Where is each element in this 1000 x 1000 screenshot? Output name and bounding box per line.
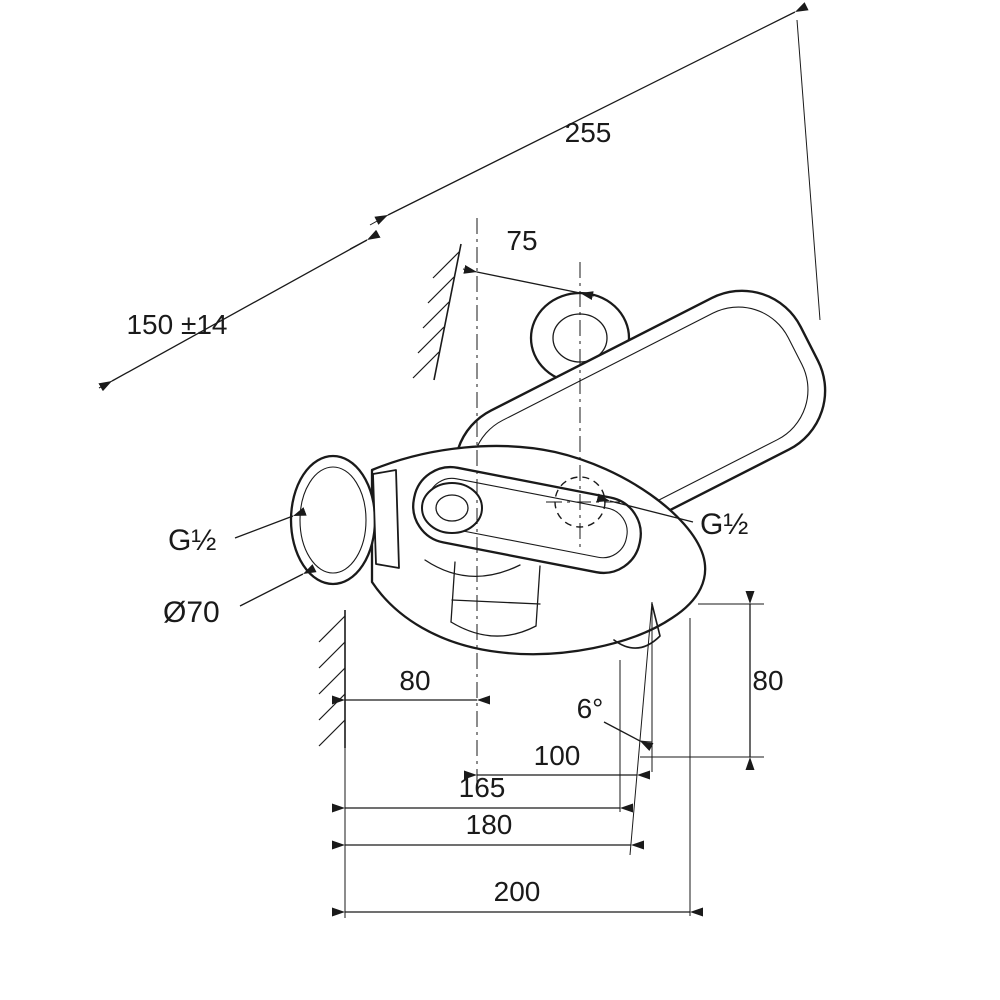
callout-thread-left: G½ [168, 507, 307, 557]
callout-thread-right: G½ [596, 493, 748, 541]
handle-pivot [421, 482, 483, 534]
wall-hatch-bottom [318, 610, 346, 748]
angled-outlet [613, 603, 661, 649]
dim-75: 75 [463, 225, 594, 301]
dim-label-100: 100 [534, 740, 581, 771]
dim-label-255: 255 [565, 117, 612, 148]
faucet-body [289, 289, 827, 656]
callout-angle-6: 6° [577, 693, 654, 752]
dim-80-bottom: 80 [332, 665, 490, 705]
dim-180: 180 [332, 809, 644, 850]
angle-6-label: 6° [577, 693, 604, 724]
dim-label-200: 200 [494, 876, 541, 907]
dim-100: 100 [464, 740, 650, 780]
cartridge-dome [424, 559, 521, 578]
dim-label-180: 180 [466, 809, 513, 840]
callout-diameter-70: Ø70 [163, 564, 317, 629]
dim-165: 165 [332, 772, 633, 813]
dim-label-165: 165 [459, 772, 506, 803]
thread-left-label: G½ [168, 524, 216, 557]
wall-hatch-top [412, 243, 462, 381]
dim-label-150: 150 ±14 [126, 309, 227, 340]
wall-escutcheon [289, 454, 377, 586]
dim-label-75: 75 [506, 225, 537, 256]
dim-80-right: 80 [745, 591, 784, 770]
thread-right-label: G½ [700, 508, 748, 541]
diameter-70-label: Ø70 [163, 596, 220, 629]
dim-label-80-bottom: 80 [399, 665, 430, 696]
dim-150: 150 ±14 [98, 229, 381, 392]
dim-200: 200 [332, 876, 703, 917]
connection-nut [372, 469, 400, 569]
dim-label-80-right: 80 [752, 665, 783, 696]
tub-outlet [450, 561, 541, 637]
dim-255: 255 [374, 2, 809, 225]
